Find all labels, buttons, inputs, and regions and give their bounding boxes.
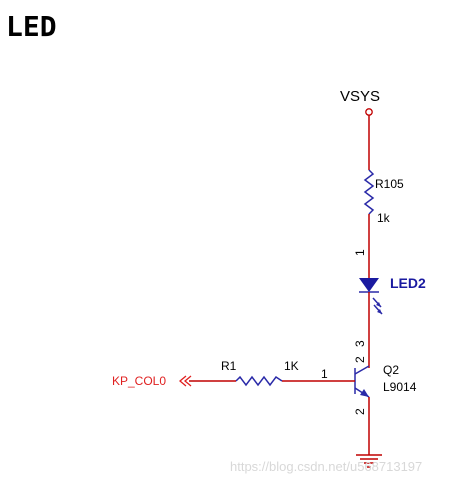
q2-ref: Q2 (383, 363, 399, 377)
q2-base-pin: 1 (321, 367, 328, 381)
r1-value: 1K (284, 359, 299, 373)
net-port-chevron-icon (183, 375, 192, 387)
led-ref: LED2 (390, 275, 426, 291)
led-pin-number: 1 (353, 249, 367, 256)
watermark-text: https://blog.csdn.net/u568713197 (230, 459, 422, 474)
vsys-port-icon (365, 108, 373, 116)
r1-resistor-icon (235, 375, 283, 387)
q2-emitter-arrow-icon (360, 389, 369, 397)
r105-resistor-icon (363, 169, 375, 215)
q2-collector-pin-b: 2 (353, 356, 367, 363)
r1-ref: R1 (221, 359, 237, 373)
q2-part: L9014 (383, 380, 417, 394)
page-heading: LED (6, 10, 57, 43)
q2-collector-pin-a: 3 (353, 340, 367, 347)
led-light-arrowhead-icon (376, 302, 381, 307)
led-triangle-icon (359, 278, 379, 292)
r105-value: 1k (377, 211, 391, 225)
led-light-arrowhead-icon (377, 309, 382, 314)
q2-emitter-pin: 2 (353, 408, 367, 415)
net-port-chevron-icon (178, 375, 187, 387)
r105-ref: R105 (375, 177, 404, 191)
net-in-label: KP_COL0 (112, 374, 166, 388)
q2-collector-leg-icon (354, 365, 370, 375)
vsys-label: VSYS (340, 88, 380, 105)
